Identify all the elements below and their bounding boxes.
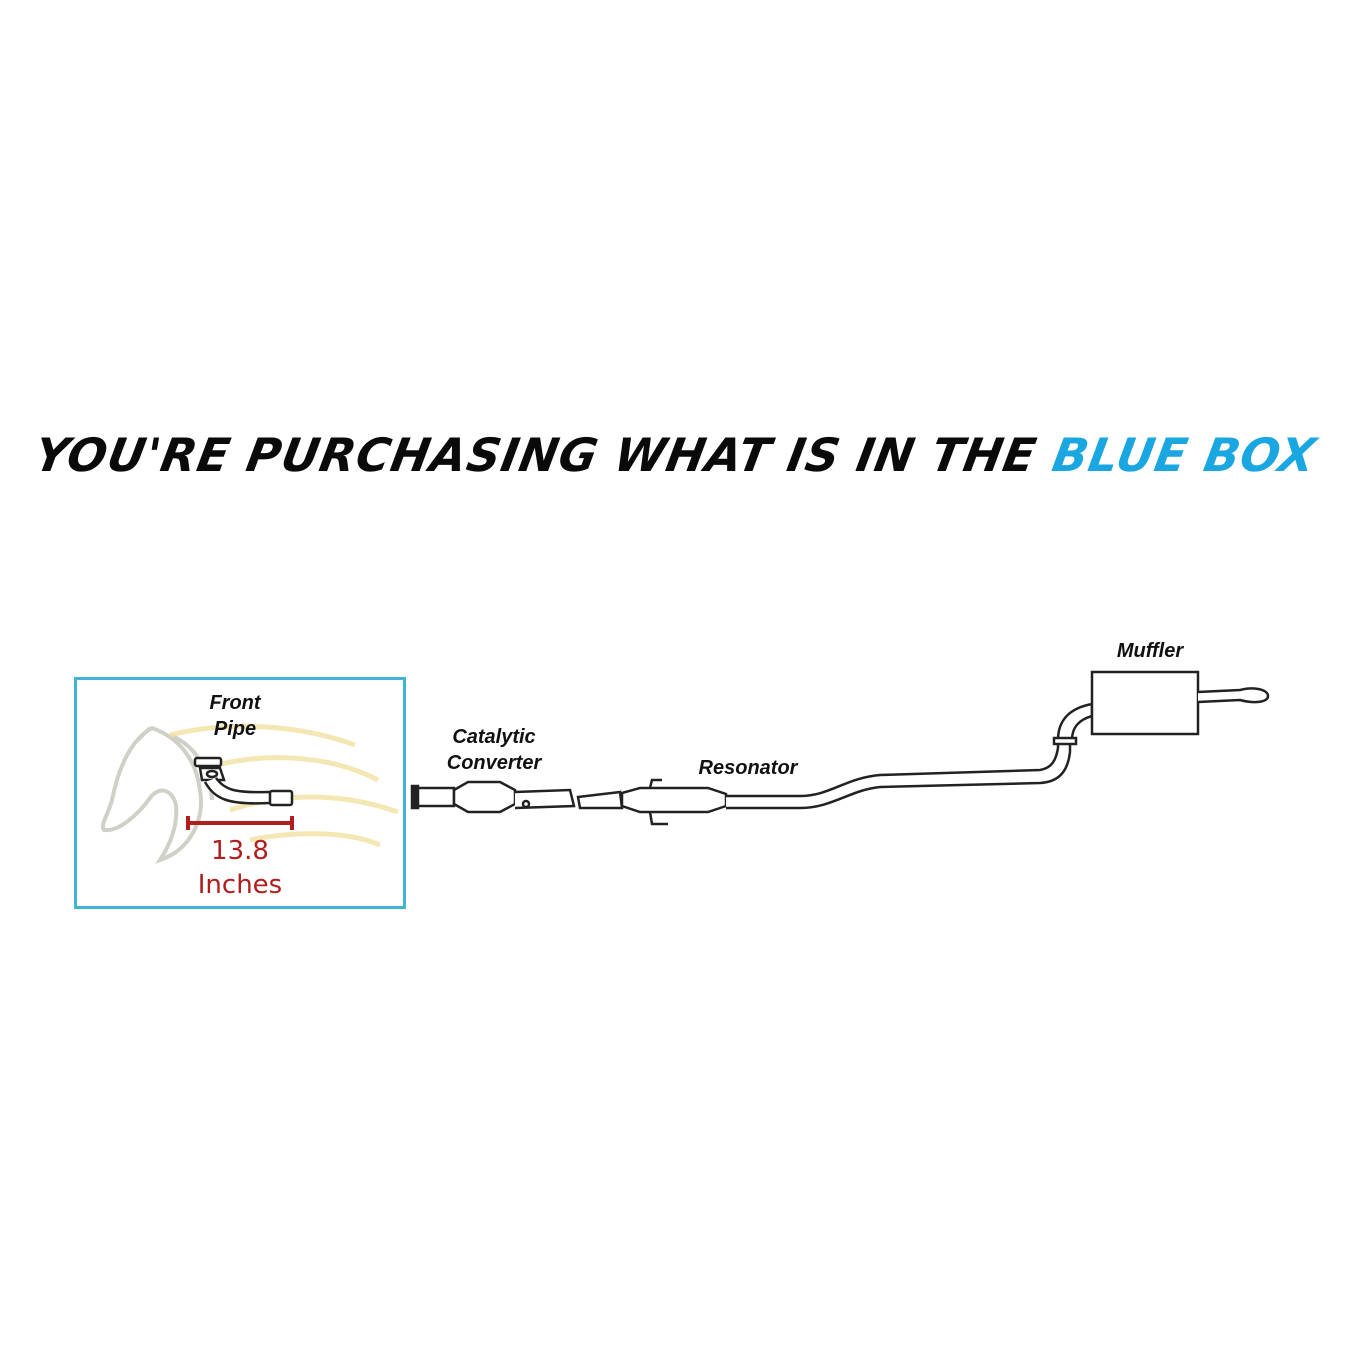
front-pipe-label-line2: Pipe (213, 718, 257, 740)
muffler-label: Muffler (1116, 640, 1184, 662)
measurement-bar (186, 816, 294, 830)
blue-box-highlight (74, 677, 406, 909)
catalytic-converter-label: Catalytic Converter (430, 724, 558, 776)
muffler (1052, 670, 1270, 746)
catalytic-converter (410, 780, 576, 814)
resonator-label: Resonator (698, 757, 798, 779)
measurement-value: 13.8 (211, 836, 269, 866)
front-pipe (193, 756, 294, 807)
measurement-label: 13.8 Inches (178, 834, 302, 902)
resonator (576, 740, 1072, 826)
measurement-unit: Inches (197, 870, 283, 900)
mane-swooshes (169, 723, 399, 848)
catalytic-label-line1: Catalytic (452, 726, 536, 748)
front-pipe-label-line1: Front (209, 692, 261, 714)
front-pipe-label: Front Pipe (190, 690, 280, 742)
catalytic-label-line2: Converter (446, 752, 542, 774)
